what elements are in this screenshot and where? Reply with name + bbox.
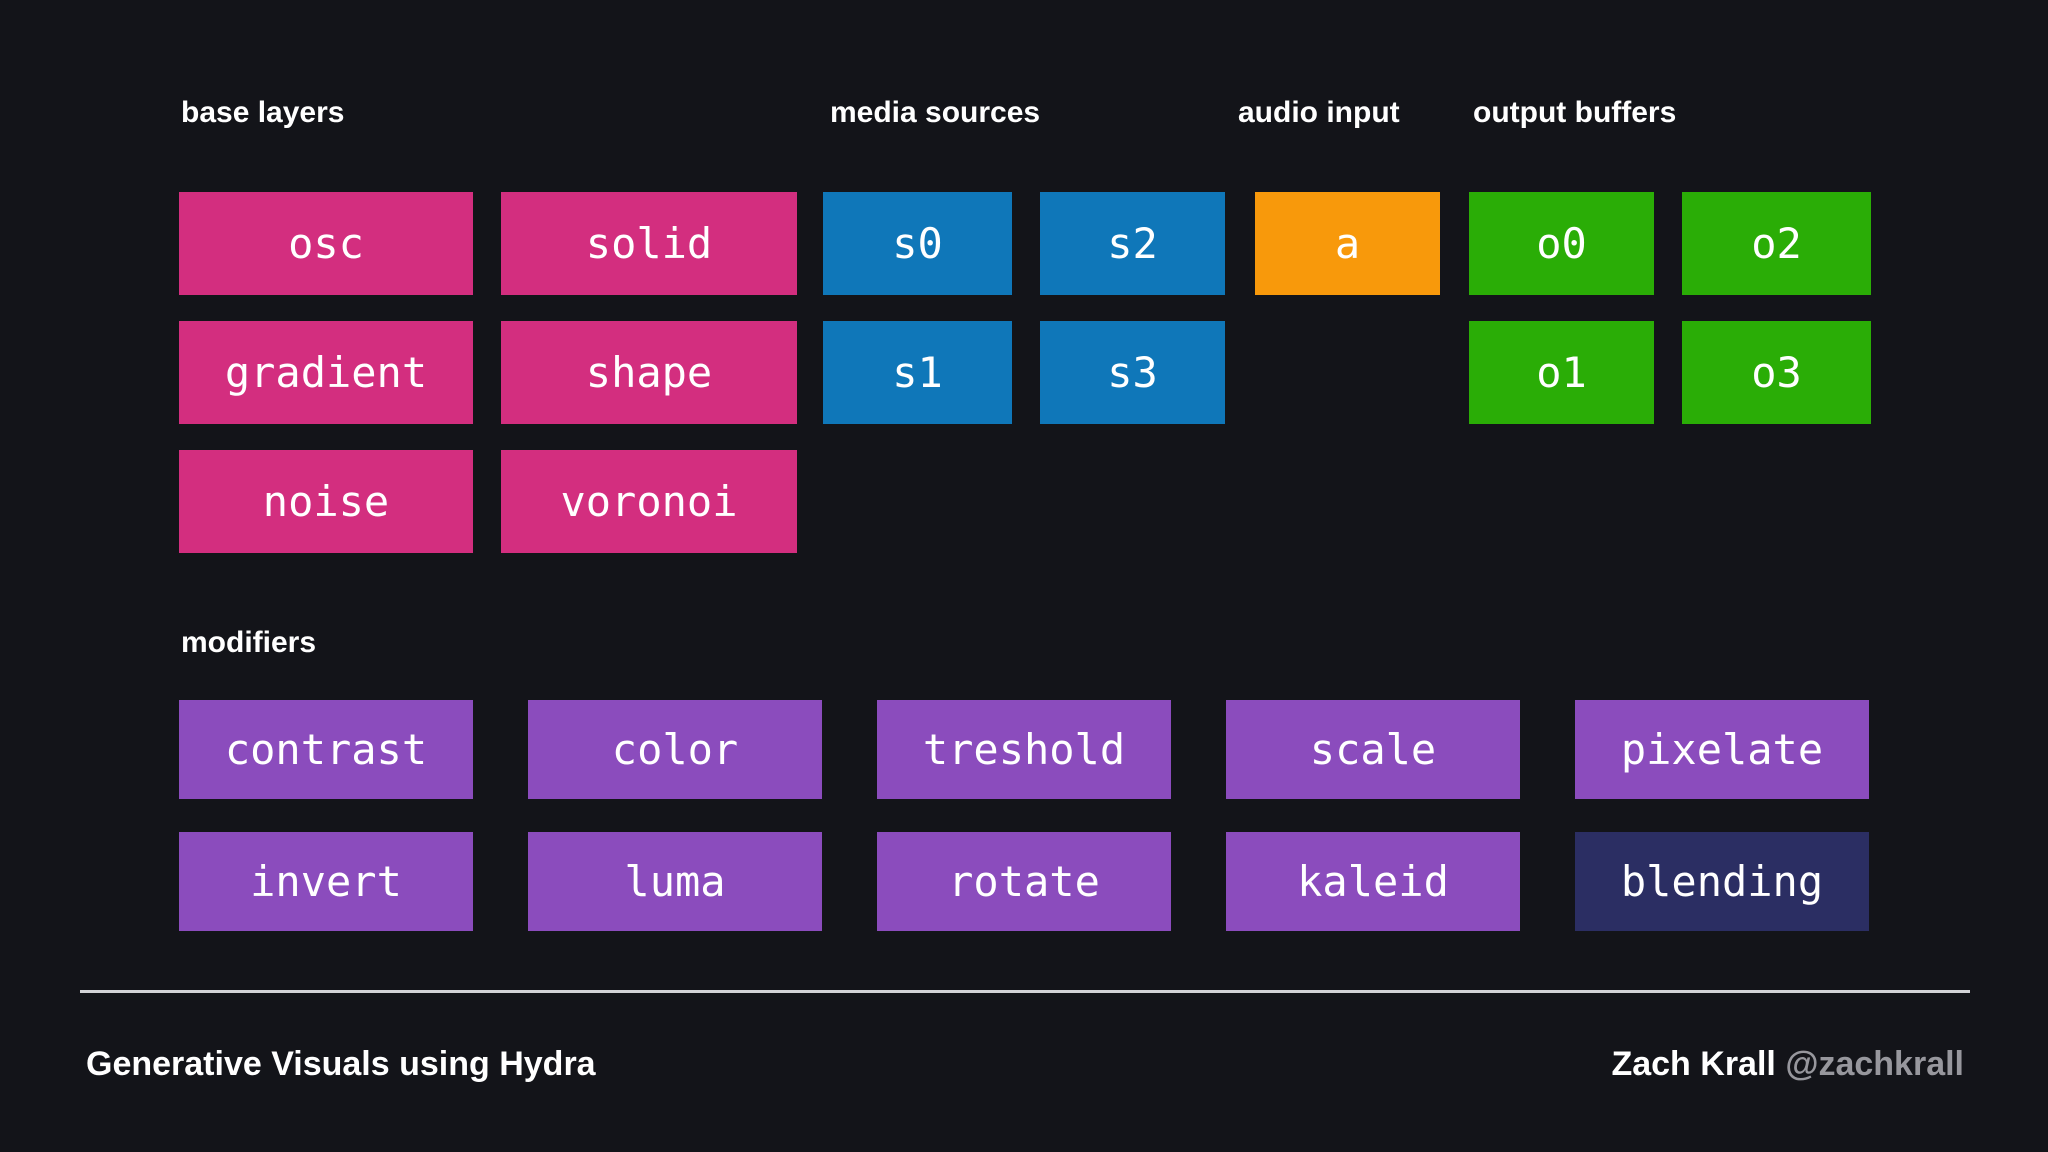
modifiers-grid: contrast color treshold scale pixelate i… xyxy=(179,700,1869,931)
audio-input-grid: a xyxy=(1255,192,1440,295)
block-blending: blending xyxy=(1575,832,1869,931)
block-o3: o3 xyxy=(1682,321,1871,424)
block-treshold: treshold xyxy=(877,700,1171,799)
block-invert: invert xyxy=(179,832,473,931)
block-kaleid: kaleid xyxy=(1226,832,1520,931)
block-contrast: contrast xyxy=(179,700,473,799)
slide-title: Generative Visuals using Hydra xyxy=(86,1045,596,1083)
block-s2: s2 xyxy=(1040,192,1225,295)
block-color: color xyxy=(528,700,822,799)
block-noise: noise xyxy=(179,450,473,553)
block-gradient: gradient xyxy=(179,321,473,424)
block-osc: osc xyxy=(179,192,473,295)
block-a: a xyxy=(1255,192,1440,295)
base-layers-heading: base layers xyxy=(181,96,345,129)
block-pixelate: pixelate xyxy=(1575,700,1869,799)
block-scale: scale xyxy=(1226,700,1520,799)
audio-input-heading: audio input xyxy=(1238,96,1400,129)
modifiers-heading: modifiers xyxy=(181,626,317,659)
block-solid: solid xyxy=(501,192,797,295)
block-rotate: rotate xyxy=(877,832,1171,931)
block-o2: o2 xyxy=(1682,192,1871,295)
block-o0: o0 xyxy=(1469,192,1654,295)
block-luma: luma xyxy=(528,832,822,931)
media-sources-heading: media sources xyxy=(830,96,1041,129)
output-buffers-grid: o0 o2 o1 o3 xyxy=(1469,192,1871,424)
author-name: Zach Krall xyxy=(1611,1045,1776,1083)
block-s1: s1 xyxy=(823,321,1012,424)
block-o1: o1 xyxy=(1469,321,1654,424)
block-shape: shape xyxy=(501,321,797,424)
author-credit: Zach Krall @zachkrall xyxy=(1611,1044,1964,1084)
output-buffers-heading: output buffers xyxy=(1473,96,1677,129)
block-voronoi: voronoi xyxy=(501,450,797,553)
block-s0: s0 xyxy=(823,192,1012,295)
block-s3: s3 xyxy=(1040,321,1225,424)
base-layers-grid: osc solid gradient shape noise voronoi xyxy=(179,192,797,553)
author-handle: @zachkrall xyxy=(1785,1045,1964,1083)
media-sources-grid: s0 s2 s1 s3 xyxy=(823,192,1225,424)
footer-divider xyxy=(80,990,1970,993)
